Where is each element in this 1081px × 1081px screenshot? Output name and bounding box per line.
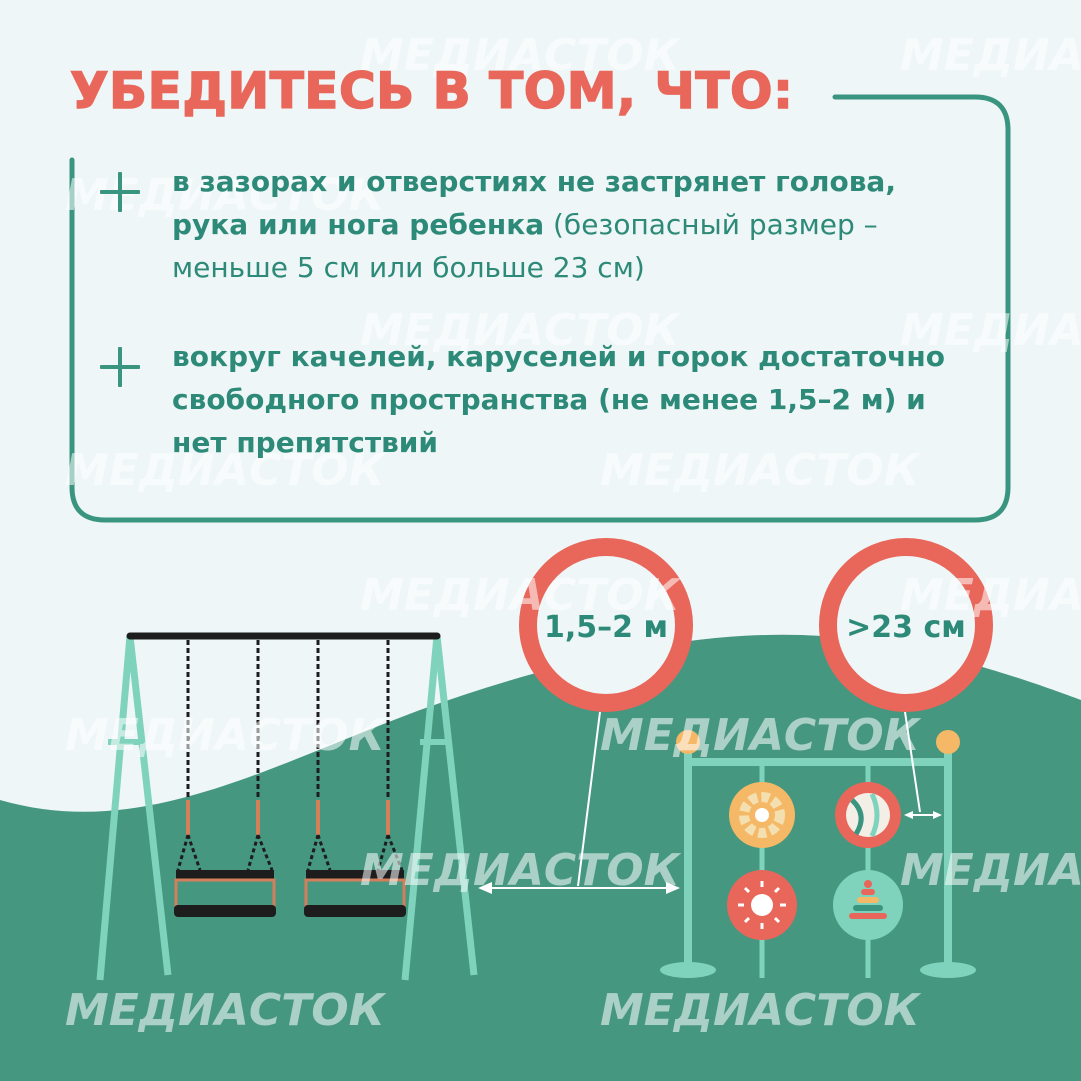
hill-background <box>0 634 1081 1081</box>
play-panel <box>660 730 976 978</box>
list-item-text: вокруг качелей, каруселей и горок достат… <box>172 335 980 464</box>
svg-text:МЕДИАСТОК: МЕДИАСТОК <box>900 845 1081 896</box>
gap-badge-label: >23 см <box>846 610 966 645</box>
list-item-bold: в зазорах и отверстиях не застрянет голо… <box>172 165 896 241</box>
list-item-bold: вокруг качелей, каруселей и горок достат… <box>172 340 945 459</box>
svg-text:МЕДИАСТОК: МЕДИАСТОК <box>360 305 682 356</box>
gap-arrow <box>904 711 942 819</box>
svg-text:МЕДИАСТОК: МЕДИАСТОК <box>360 570 682 621</box>
svg-text:МЕДИАСТОК: МЕДИАСТОК <box>900 30 1081 81</box>
list-item-note: (безопасный размер – меньше 5 см или бол… <box>172 208 878 284</box>
plus-icon <box>100 347 140 387</box>
list-item: в зазорах и отверстиях не застрянет голо… <box>100 160 980 289</box>
svg-text:МЕДИАСТОК: МЕДИАСТОК <box>65 710 387 761</box>
svg-text:МЕДИАСТОК: МЕДИАСТОК <box>600 985 922 1036</box>
distance-badge-label: 1,5–2 м <box>544 610 668 645</box>
plus-icon <box>100 172 140 212</box>
svg-text:МЕДИАСТОК: МЕДИАСТОК <box>360 30 682 81</box>
svg-text:МЕДИАСТОК: МЕДИАСТОК <box>65 445 387 496</box>
svg-text:МЕДИАСТОК: МЕДИАСТОК <box>600 445 922 496</box>
page-title: УБЕДИТЕСЬ В ТОМ, ЧТО: <box>69 61 794 121</box>
gap-badge-ring <box>819 538 993 712</box>
svg-text:МЕДИАСТОК: МЕДИАСТОК <box>900 570 1081 621</box>
frame-outline <box>69 94 1011 523</box>
swing-set <box>96 632 478 981</box>
distance-badge-ring <box>519 538 693 712</box>
list-item-text: в зазорах и отверстиях не застрянет голо… <box>172 160 980 289</box>
svg-text:МЕДИАСТОК: МЕДИАСТОК <box>600 710 922 761</box>
svg-text:МЕДИАСТОК: МЕДИАСТОК <box>900 305 1081 356</box>
distance-arrow <box>478 711 680 894</box>
svg-text:МЕДИАСТОК: МЕДИАСТОК <box>65 985 387 1036</box>
list-item: вокруг качелей, каруселей и горок достат… <box>100 335 980 464</box>
svg-text:МЕДИАСТОК: МЕДИАСТОК <box>360 845 682 896</box>
